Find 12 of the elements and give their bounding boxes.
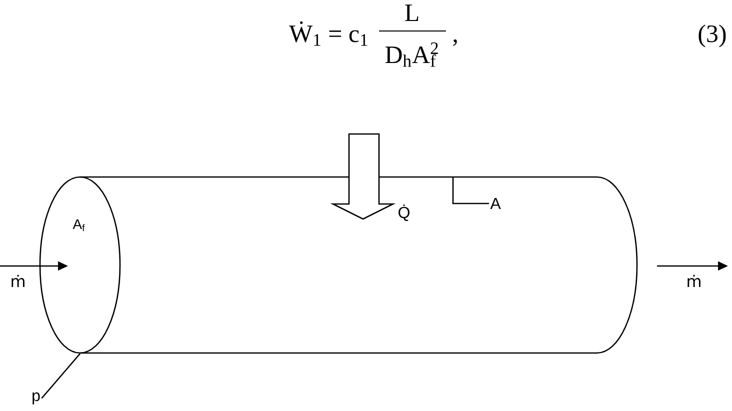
part-label: A xyxy=(490,198,501,209)
symbol-label: Q̇ xyxy=(398,204,410,222)
numerator: L xyxy=(405,4,418,21)
symbol-label: ṁ xyxy=(688,274,700,287)
leader-line xyxy=(452,176,489,204)
punctuation-mark: , xyxy=(453,39,457,46)
part-label: p xyxy=(32,392,40,404)
leader-line xyxy=(41,353,80,399)
symbol-label: ṁ xyxy=(12,274,24,287)
equation-number: (3) xyxy=(698,24,726,48)
equation-text: Ẇ$_{1}$ = c$_{1}$ xyxy=(289,21,368,46)
denominator: D$_{h}$A$_{f}$2 xyxy=(385,42,438,67)
